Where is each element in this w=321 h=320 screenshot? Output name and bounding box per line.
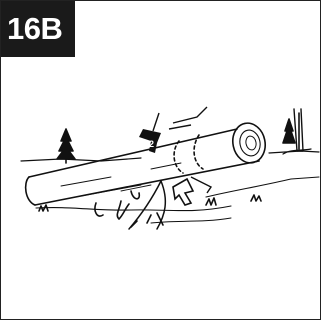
log-right-end — [232, 122, 266, 164]
saw-bar — [168, 106, 208, 130]
grass-tuft-3 — [38, 204, 49, 212]
ground-line-3 — [150, 217, 232, 224]
ground-line — [35, 205, 232, 212]
brush-right — [282, 148, 312, 155]
arrow-down-icon — [139, 112, 161, 153]
tree-right — [282, 118, 296, 144]
log-top-edge — [28, 128, 238, 178]
log-ring-1 — [239, 129, 261, 157]
branch-stub-2 — [116, 200, 130, 220]
stump-right — [293, 108, 304, 152]
log-grain — [60, 162, 182, 197]
cut-line — [173, 140, 184, 174]
support-roots — [130, 212, 164, 228]
branch-stub-3 — [130, 190, 141, 200]
log-ring-2 — [245, 135, 257, 151]
saw-bar-lower — [190, 176, 213, 194]
horizon-line — [20, 157, 142, 162]
branch-stub-1 — [94, 202, 104, 217]
figure-label-badge: 16B — [1, 1, 75, 57]
arrow-up-icon — [172, 177, 195, 206]
arrow-label-2: 2 — [149, 139, 154, 149]
grass-tuft-2 — [250, 194, 262, 202]
tree-left — [56, 128, 76, 160]
figure-label: 16B — [7, 11, 63, 46]
log-left-end — [24, 176, 36, 206]
ground-line-2 — [205, 176, 320, 198]
grass-tuft — [205, 197, 217, 206]
log-bottom-edge — [34, 160, 260, 206]
cut-line-2 — [193, 134, 204, 170]
